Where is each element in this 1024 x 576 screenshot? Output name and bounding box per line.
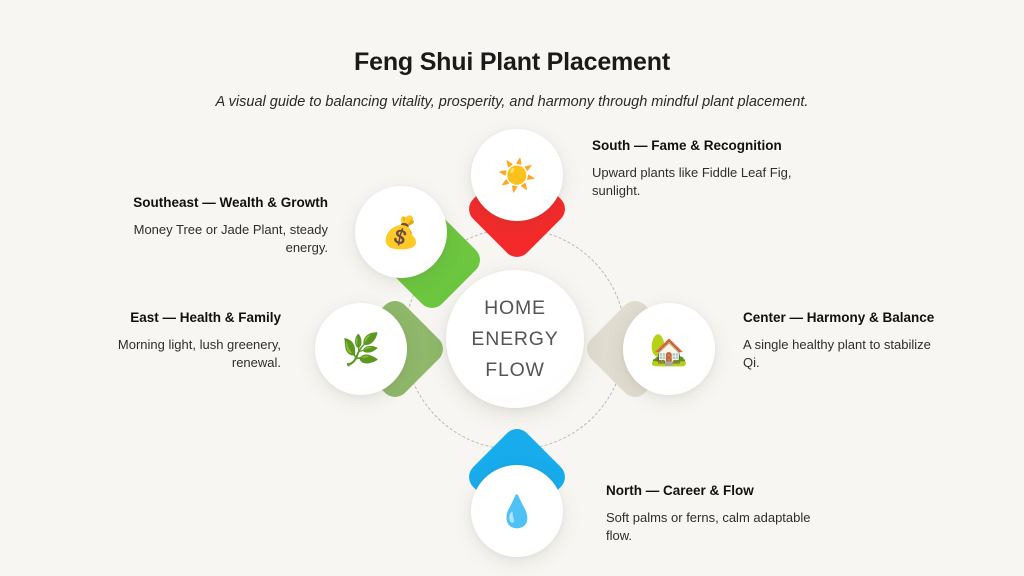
node-center[interactable]: 🏡 (581, 295, 715, 403)
label-south-desc: Upward plants like Fiddle Leaf Fig, sunl… (592, 165, 792, 198)
page-title: Feng Shui Plant Placement (354, 48, 670, 76)
node-center-circle: 🏡 (623, 303, 715, 395)
house-icon: 🏡 (649, 331, 689, 367)
node-southeast[interactable]: 💰 (355, 186, 486, 314)
header: Feng Shui Plant Placement A visual guide… (0, 0, 1024, 110)
node-south-circle: ☀️ (471, 129, 563, 221)
page-subtitle: A visual guide to balancing vitality, pr… (215, 94, 809, 110)
label-center-title: Center — Harmony & Balance (743, 310, 935, 325)
hub-line-1: HOME (484, 296, 546, 319)
label-southeast-desc: Money Tree or Jade Plant, steady energy. (133, 222, 328, 255)
sun-icon: ☀️ (497, 157, 537, 193)
label-center-desc: A single healthy plant to stabilize Qi. (743, 337, 931, 370)
label-east-desc: Morning light, lush greenery, renewal. (117, 337, 281, 370)
node-east[interactable]: 🌿 (315, 295, 449, 403)
label-east-title: East — Health & Family (130, 310, 281, 325)
label-north-title: North — Career & Flow (606, 483, 754, 498)
node-north-circle: 💧 (471, 465, 563, 557)
node-south[interactable]: ☀️ (463, 129, 571, 263)
label-south: South — Fame & Recognition Upward plants… (592, 137, 822, 200)
hub-line-2: ENERGY (471, 327, 559, 350)
label-southeast-title: Southeast — Wealth & Growth (133, 195, 328, 210)
hub-line-3: FLOW (485, 358, 545, 381)
label-north-desc: Soft palms or ferns, calm adaptable flow… (606, 510, 811, 543)
node-southeast-circle: 💰 (355, 186, 447, 278)
label-east: East — Health & Family Morning light, lu… (100, 309, 281, 372)
center-hub: HOME ENERGY FLOW (446, 270, 584, 408)
label-center: Center — Harmony & Balance A single heal… (743, 309, 948, 372)
node-north[interactable]: 💧 (463, 423, 571, 557)
money-bag-icon: 💰 (381, 214, 421, 250)
herb-icon: 🌿 (341, 331, 381, 367)
label-southeast: Southeast — Wealth & Growth Money Tree o… (100, 194, 328, 257)
label-north: North — Career & Flow Soft palms or fern… (606, 482, 821, 545)
node-east-circle: 🌿 (315, 303, 407, 395)
label-south-title: South — Fame & Recognition (592, 138, 782, 153)
water-droplet-icon: 💧 (497, 493, 537, 529)
